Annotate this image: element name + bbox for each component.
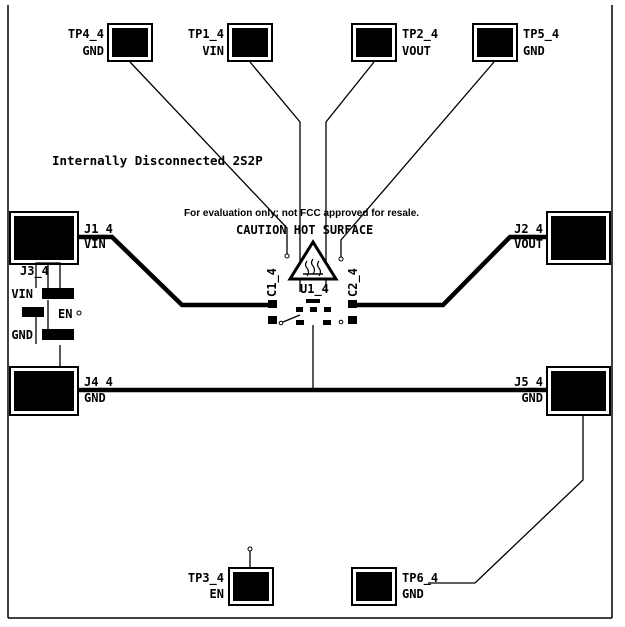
tp2-pad [351,23,397,62]
j4-net: GND [84,391,106,405]
tp6-net: GND [402,587,424,601]
j2-pad [546,211,611,265]
tp5-net: GND [523,44,545,58]
board-outline [7,5,613,619]
j3-pin-gnd: GND [11,328,33,342]
c1-ref: C1_4 [265,268,280,297]
u1-ref: U1_4 [300,282,329,297]
tp3-net: EN [210,587,224,601]
tp5-ref: TP5_4 [523,27,559,42]
tp2-ref: TP2_4 [402,27,438,42]
board-title: Internally Disconnected 2S2P [52,153,263,168]
tp4-ref: TP4_4 [68,27,104,42]
tp1-pad [227,23,273,62]
j1-ref: J1_4 [84,222,113,237]
vias [247,253,344,552]
j5-pad [546,366,611,416]
j3-pin-en: EN [58,307,72,321]
tp6-pad [351,567,397,606]
j1-net: VIN [84,237,106,251]
j1-pad [9,211,79,265]
j5-ref: J5_4 [514,375,543,390]
j4-pad [9,366,79,416]
tp4-net: GND [82,44,104,58]
tp2-net: VOUT [402,44,431,58]
j3-jumper [22,262,82,340]
j5-net: GND [521,391,543,405]
hot-surface-icon [287,239,339,281]
tp1-ref: TP1_4 [188,27,224,42]
tp3-ref: TP3_4 [188,571,224,586]
j4-ref: J4_4 [84,375,113,390]
tp3-pad [228,567,274,606]
c2-ref: C2_4 [346,268,361,297]
tp5-pad [472,23,518,62]
j2-ref: J2_4 [514,222,543,237]
j2-net: VOUT [514,237,543,251]
power-traces [78,234,547,393]
tp1-net: VIN [202,44,224,58]
j3-ref: J3_4 [20,264,49,279]
signal-traces [35,61,584,584]
caution-text: CAUTION HOT SURFACE [236,223,373,237]
tp4-pad [107,23,153,62]
evaluation-notice: For evaluation only; not FCC approved fo… [184,208,419,219]
tp6-ref: TP6_4 [402,571,438,586]
j3-pin-vin: VIN [11,287,33,301]
component-pads [268,299,357,325]
